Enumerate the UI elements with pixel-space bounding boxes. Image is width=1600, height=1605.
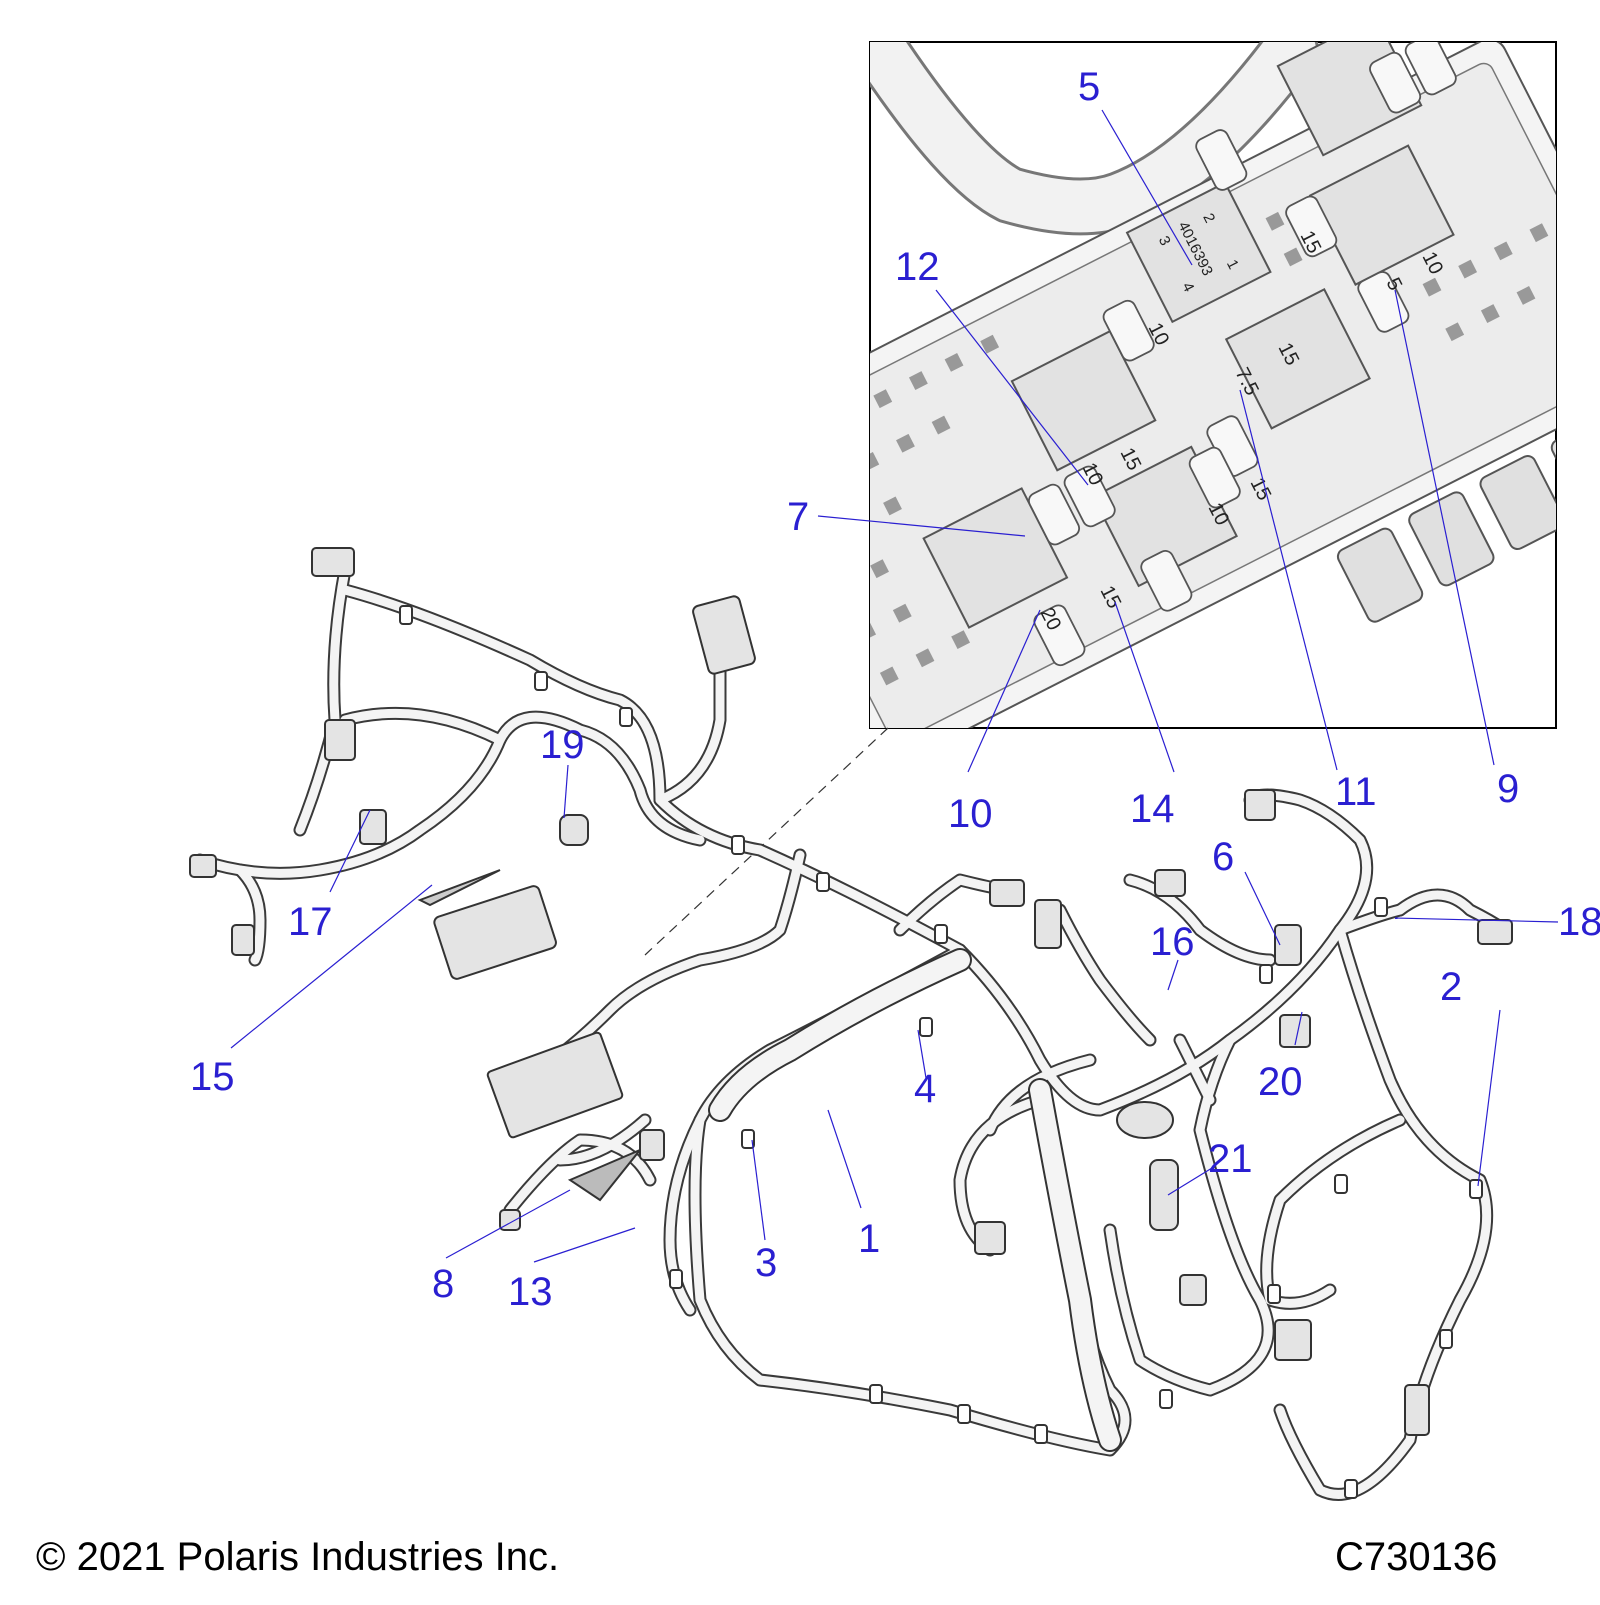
callout-13: 13 bbox=[508, 1270, 553, 1314]
callout-10: 10 bbox=[948, 792, 993, 836]
callout-19: 19 bbox=[540, 723, 585, 767]
leader-lines bbox=[230, 109, 1559, 1263]
fuses bbox=[1028, 42, 1457, 667]
heat-shield bbox=[567, 1149, 641, 1202]
fuse-box-inset: 2 1 3 4 4016393 bbox=[869, 41, 1557, 729]
relay bbox=[1125, 181, 1272, 324]
callout-2: 2 bbox=[1440, 965, 1462, 1009]
callout-7: 7 bbox=[787, 495, 809, 539]
relay bbox=[1224, 288, 1371, 430]
callout-18: 18 bbox=[1558, 900, 1600, 944]
terminal-grid bbox=[870, 211, 1549, 686]
callout-8: 8 bbox=[432, 1262, 454, 1306]
cable-tie bbox=[417, 869, 501, 907]
connector bbox=[1477, 919, 1513, 945]
connector bbox=[324, 719, 356, 761]
grommet-boot bbox=[1149, 1159, 1179, 1231]
callout-3: 3 bbox=[755, 1241, 777, 1285]
copyright-notice: © 2021 Polaris Industries Inc. bbox=[36, 1535, 560, 1579]
callout-9: 9 bbox=[1497, 767, 1519, 811]
connector bbox=[1274, 924, 1302, 966]
relay bbox=[1010, 329, 1157, 472]
callout-20: 20 bbox=[1258, 1060, 1303, 1104]
connector bbox=[1154, 869, 1186, 897]
callouts: 1 2 3 4 5 6 7 8 9 10 11 12 13 14 15 16 1… bbox=[190, 65, 1600, 1314]
inset-pointer bbox=[644, 727, 889, 956]
callout-17: 17 bbox=[288, 900, 333, 944]
ecu-connector bbox=[692, 595, 756, 675]
connector bbox=[1279, 1014, 1311, 1048]
connector bbox=[1179, 1274, 1207, 1306]
connector bbox=[359, 809, 387, 845]
callout-12: 12 bbox=[895, 245, 940, 289]
connector bbox=[189, 854, 217, 878]
grommet bbox=[559, 814, 589, 846]
connector bbox=[1404, 1384, 1430, 1436]
callout-16: 16 bbox=[1150, 920, 1195, 964]
connector bbox=[639, 1129, 665, 1161]
connector-blocks bbox=[1336, 418, 1556, 623]
callout-6: 6 bbox=[1212, 835, 1234, 879]
callout-4: 4 bbox=[914, 1067, 936, 1111]
callout-21: 21 bbox=[1208, 1137, 1253, 1181]
fuse-box bbox=[486, 1031, 624, 1139]
harness-clips bbox=[399, 605, 1483, 1499]
main-trunk bbox=[708, 948, 1122, 1452]
connector bbox=[974, 1221, 1006, 1255]
connector bbox=[231, 924, 255, 956]
callout-14: 14 bbox=[1130, 787, 1175, 831]
connector bbox=[1274, 1319, 1312, 1361]
callout-1: 1 bbox=[858, 1217, 880, 1261]
callout-5: 5 bbox=[1078, 65, 1100, 109]
callout-11: 11 bbox=[1335, 770, 1377, 814]
callout-15: 15 bbox=[190, 1055, 235, 1099]
connector bbox=[989, 879, 1025, 907]
grommet bbox=[1116, 1101, 1174, 1139]
relays bbox=[922, 42, 1455, 629]
harness-components bbox=[189, 547, 1513, 1436]
connector bbox=[311, 547, 355, 577]
connector bbox=[1034, 899, 1062, 949]
connector bbox=[1244, 789, 1276, 821]
drawing-number: C730136 bbox=[1335, 1535, 1498, 1579]
fuse-box-cover bbox=[433, 885, 557, 980]
